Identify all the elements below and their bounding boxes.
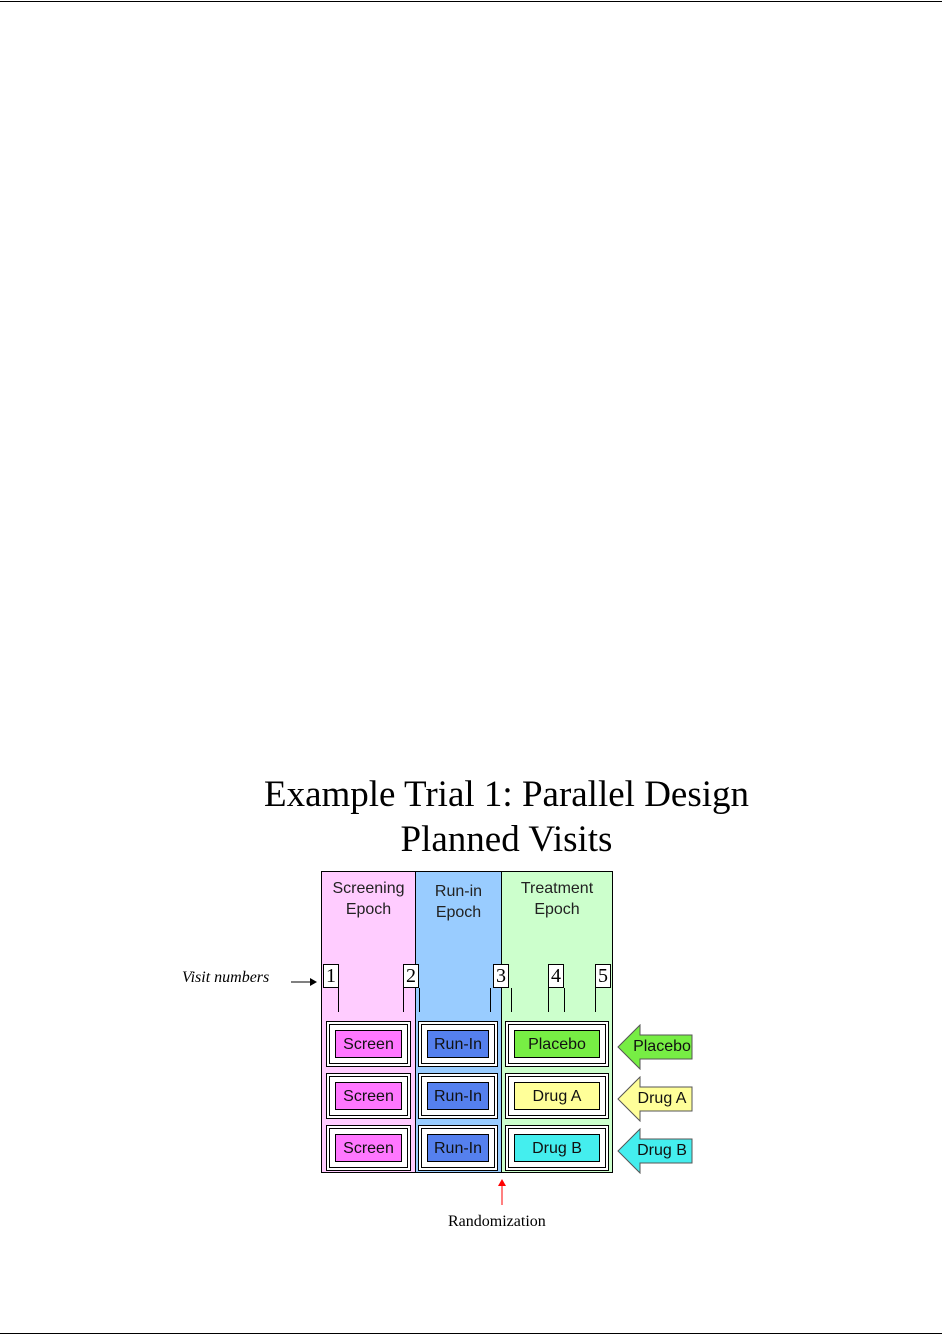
arm-2-treatment-label: Drug A <box>514 1082 600 1110</box>
arm-1-screen-label: Screen <box>335 1030 402 1058</box>
visit-4-leg <box>548 988 549 1012</box>
visit-5-flag: 5 <box>595 964 611 988</box>
arm-3-treatment-cell: Drug B <box>505 1125 609 1171</box>
visit-4-leg-right <box>564 988 565 1012</box>
drug-b-arrow-label: Drug B <box>637 1142 687 1159</box>
arm-3-screen-cell: Screen <box>326 1125 411 1171</box>
runin-epoch-label-line-1: Run-in <box>434 883 483 900</box>
placebo-arrow-shape <box>617 1023 693 1071</box>
visit-3-leg-right <box>511 988 512 1012</box>
treatment-epoch-label-line-2: Epoch <box>534 901 580 918</box>
arm-3-runin-label: Run-In <box>427 1134 489 1162</box>
diagram-subtitle: Planned Visits <box>400 819 613 860</box>
drug-a-arrow-label: Drug A <box>637 1090 687 1107</box>
visit-numbers-pointer-icon <box>291 978 317 986</box>
visit-1-leg <box>338 988 339 1012</box>
visit-2-leg <box>403 988 404 1012</box>
top-rule <box>0 1 942 2</box>
drug-b-arrow: Drug B <box>617 1127 693 1175</box>
visit-4-flag: 4 <box>548 964 564 988</box>
runin-epoch-label: Run-in Epoch <box>416 881 501 923</box>
arm-3-treatment-label: Drug B <box>514 1134 600 1162</box>
visit-1-flag: 1 <box>323 964 339 988</box>
visit-5-leg <box>595 988 596 1012</box>
randomization-label: Randomization <box>448 1213 546 1230</box>
visit-2-flag: 2 <box>403 964 419 988</box>
treatment-epoch-label-line-1: Treatment <box>520 880 594 897</box>
diagram-title: Example Trial 1: Parallel Design <box>263 774 750 815</box>
arm-1-screen-cell: Screen <box>326 1021 411 1067</box>
bottom-rule <box>0 1333 942 1334</box>
treatment-epoch-label: Treatment Epoch <box>502 878 612 920</box>
drug-a-arrow-shape <box>617 1075 693 1123</box>
arm-2-screen-cell: Screen <box>326 1073 411 1119</box>
arm-1-runin-cell: Run-In <box>418 1021 498 1067</box>
screening-epoch-label-line-2: Epoch <box>345 901 392 918</box>
drug-b-arrow-shape <box>617 1127 693 1175</box>
placebo-arrow: Placebo <box>617 1023 693 1071</box>
runin-epoch-label-line-2: Epoch <box>435 904 482 921</box>
arm-3-screen-label: Screen <box>335 1134 402 1162</box>
arm-3-runin-cell: Run-In <box>418 1125 498 1171</box>
arm-2-treatment-cell: Drug A <box>505 1073 609 1119</box>
arm-2-screen-label: Screen <box>335 1082 402 1110</box>
arm-1-treatment-label: Placebo <box>514 1030 600 1058</box>
arm-1-treatment-cell: Placebo <box>505 1021 609 1067</box>
screening-epoch-label: Screening Epoch <box>322 878 415 920</box>
arm-2-runin-cell: Run-In <box>418 1073 498 1119</box>
placebo-arrow-label: Placebo <box>633 1038 691 1055</box>
screening-epoch-label-line-1: Screening <box>332 880 405 897</box>
visit-3-leg <box>490 988 491 1012</box>
randomization-pointer-icon <box>498 1179 506 1205</box>
visit-2-leg-right <box>419 988 420 1012</box>
visit-numbers-label: Visit numbers <box>182 969 270 986</box>
arm-2-runin-label: Run-In <box>427 1082 489 1110</box>
drug-a-arrow: Drug A <box>617 1075 693 1123</box>
arm-1-runin-label: Run-In <box>427 1030 489 1058</box>
visit-3-flag: 3 <box>493 964 509 988</box>
